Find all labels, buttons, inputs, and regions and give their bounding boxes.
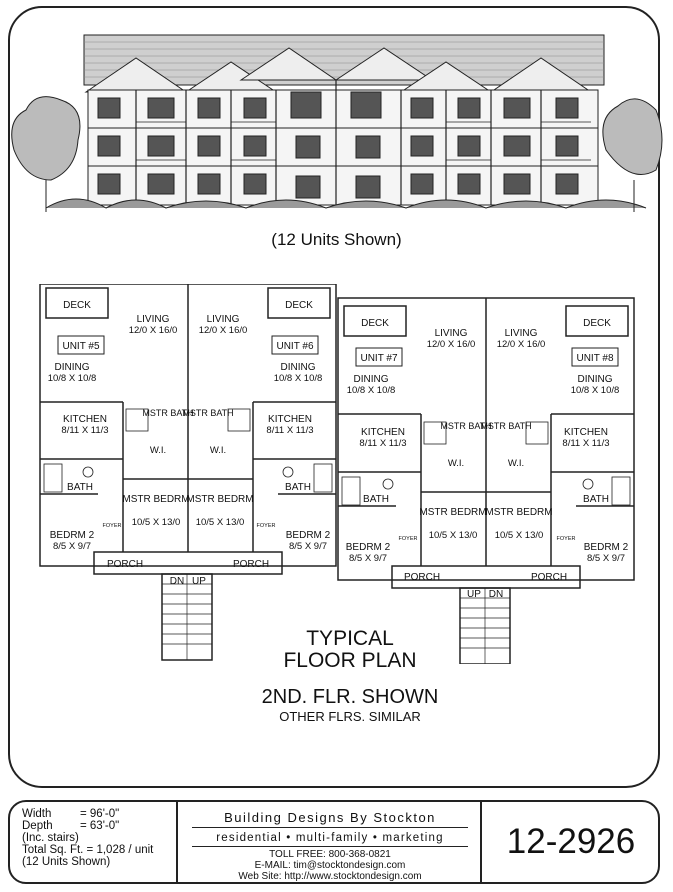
unit7-kitchen-dim: 8/11 X 11/3	[359, 438, 406, 449]
unit5-porch: PORCH	[107, 559, 143, 570]
stair-left-up: UP	[192, 576, 206, 587]
unit5-mstr-dim: 10/5 X 13/0	[132, 517, 181, 528]
tagline: residential • multi-family • marketing	[216, 832, 444, 844]
units-shown: (12 Units Shown)	[22, 856, 111, 868]
unit8-bedrm2-dim: 8/5 X 9/7	[587, 553, 625, 564]
divider	[192, 827, 468, 828]
unit6-deck: DECK	[285, 300, 313, 311]
unit5-dining: DINING	[55, 362, 90, 373]
title-line3: 2ND. FLR. SHOWN	[261, 686, 439, 708]
unit7-label: UNIT #7	[360, 353, 397, 364]
unit8-deck: DECK	[583, 318, 611, 329]
unit5-deck: DECK	[63, 300, 91, 311]
unit7-living: LIVING	[435, 328, 468, 339]
elevation-caption: (12 Units Shown)	[271, 230, 402, 249]
unit6-kitchen-dim: 8/11 X 11/3	[266, 425, 313, 436]
unit7-bedrm2-dim: 8/5 X 9/7	[349, 553, 387, 564]
unit8-kitchen: KITCHEN	[564, 427, 608, 438]
firm-name: Building Designs By Stockton	[224, 810, 436, 825]
company-cell: Building Designs By Stockton residential…	[180, 802, 482, 882]
unit5-mstr-bath: MSTR BATH	[142, 408, 193, 418]
stair-right-up: UP	[467, 589, 481, 600]
unit7-dining: DINING	[354, 374, 389, 385]
unit7-dining-dim: 10/8 X 10/8	[347, 385, 396, 396]
unit5-kitchen-dim: 8/11 X 11/3	[61, 425, 108, 436]
unit6-living: LIVING	[207, 314, 240, 325]
unit7-living-dim: 12/0 X 16/0	[427, 339, 476, 350]
unit5-dining-dim: 10/8 X 10/8	[48, 373, 97, 384]
floor-plan-drawing: UNIT #5 DECK LIVING 12/0 X 16/0 DINING 1…	[39, 284, 635, 664]
unit8-dining: DINING	[578, 374, 613, 385]
unit7-deck: DECK	[361, 318, 389, 329]
unit8-living: LIVING	[505, 328, 538, 339]
divider	[192, 846, 468, 847]
plan-number: 12-2926	[506, 822, 636, 861]
unit5-living-dim: 12/0 X 16/0	[129, 325, 178, 336]
unit5-bedrm2-dim: 8/5 X 9/7	[53, 541, 91, 552]
unit8-mstr-bath: MSTR BATH	[480, 421, 531, 431]
width-label: Width	[22, 808, 52, 820]
stair-left-dn: DN	[170, 576, 184, 587]
unit6-bath: BATH	[285, 482, 311, 493]
width-value: = 96'-0"	[80, 808, 120, 820]
unit5-label: UNIT #5	[62, 341, 99, 352]
unit8-kitchen-dim: 8/11 X 11/3	[562, 438, 609, 449]
unit8-bedrm2: BEDRM 2	[584, 542, 629, 553]
toll-free: TOLL FREE: 800-368-0821	[269, 849, 391, 860]
unit8-wi: W.I.	[508, 458, 524, 469]
unit5-wi: W.I.	[150, 445, 166, 456]
unit5-bedrm2: BEDRM 2	[50, 530, 95, 541]
specs-cell: Width = 96'-0" Depth = 63'-0" (Inc. stairs…	[10, 802, 178, 882]
unit7-porch: PORCH	[404, 572, 440, 583]
email: E-MAIL: tim@stocktondesign.com	[254, 860, 406, 871]
unit8-living-dim: 12/0 X 16/0	[497, 339, 546, 350]
stair-right-dn: DN	[489, 589, 503, 600]
title-line1: TYPICAL	[306, 627, 394, 650]
unit7-bath: BATH	[363, 494, 389, 505]
unit6-dining: DINING	[281, 362, 316, 373]
unit6-kitchen: KITCHEN	[268, 414, 312, 425]
unit5-kitchen: KITCHEN	[63, 414, 107, 425]
sheet-border	[8, 6, 660, 788]
unit6-bedrm2: BEDRM 2	[286, 530, 331, 541]
website: Web Site: http://www.stocktondesign.com	[238, 871, 422, 882]
unit8-mstr-bedrm: MSTR BEDRM	[485, 507, 552, 518]
unit6-living-dim: 12/0 X 16/0	[199, 325, 248, 336]
unit6-wi: W.I.	[210, 445, 226, 456]
unit8-label: UNIT #8	[576, 353, 613, 364]
unit8-mstr-dim: 10/5 X 13/0	[495, 530, 544, 541]
unit6-mstr-bath: MSTR BATH	[182, 408, 233, 418]
unit8-bath: BATH	[583, 494, 609, 505]
unit6-bedrm2-dim: 8/5 X 9/7	[289, 541, 327, 552]
title-line2: FLOOR PLAN	[283, 649, 417, 672]
depth-value: = 63'-0"	[80, 820, 120, 832]
unit6-foyer: FOYER	[257, 523, 276, 529]
unit5-living: LIVING	[137, 314, 170, 325]
unit6-label: UNIT #6	[276, 341, 313, 352]
unit6-dining-dim: 10/8 X 10/8	[274, 373, 323, 384]
unit6-mstr-bedrm: MSTR BEDRM	[186, 494, 253, 505]
unit6-porch: PORCH	[233, 559, 269, 570]
unit5-mstr-bedrm: MSTR BEDRM	[122, 494, 189, 505]
footer-info-box: Width = 96'-0" Depth = 63'-0" (Inc. stairs…	[8, 800, 660, 884]
title-line4: OTHER FLRS. SIMILAR	[279, 709, 421, 724]
unit7-mstr-bath: MSTR BATH	[440, 421, 491, 431]
front-elevation-drawing	[11, 34, 663, 212]
unit7-mstr-bedrm: MSTR BEDRM	[419, 507, 486, 518]
depth-note: (Inc. stairs)	[22, 832, 79, 844]
unit8-porch: PORCH	[531, 572, 567, 583]
unit8-dining-dim: 10/8 X 10/8	[571, 385, 620, 396]
unit7-wi: W.I.	[448, 458, 464, 469]
unit7-mstr-dim: 10/5 X 13/0	[429, 530, 478, 541]
sqft: Total Sq. Ft. = 1,028 / unit	[22, 844, 154, 856]
depth-label: Depth	[22, 820, 53, 832]
unit8-foyer: FOYER	[557, 536, 576, 542]
unit7-kitchen: KITCHEN	[361, 427, 405, 438]
unit6-mstr-dim: 10/5 X 13/0	[196, 517, 245, 528]
unit7-bedrm2: BEDRM 2	[346, 542, 391, 553]
unit5-bath: BATH	[67, 482, 93, 493]
plan-title-block: TYPICAL FLOOR PLAN 2ND. FLR. SHOWN OTHER…	[240, 627, 460, 725]
unit7-foyer: FOYER	[399, 536, 418, 542]
unit5-foyer: FOYER	[103, 523, 122, 529]
